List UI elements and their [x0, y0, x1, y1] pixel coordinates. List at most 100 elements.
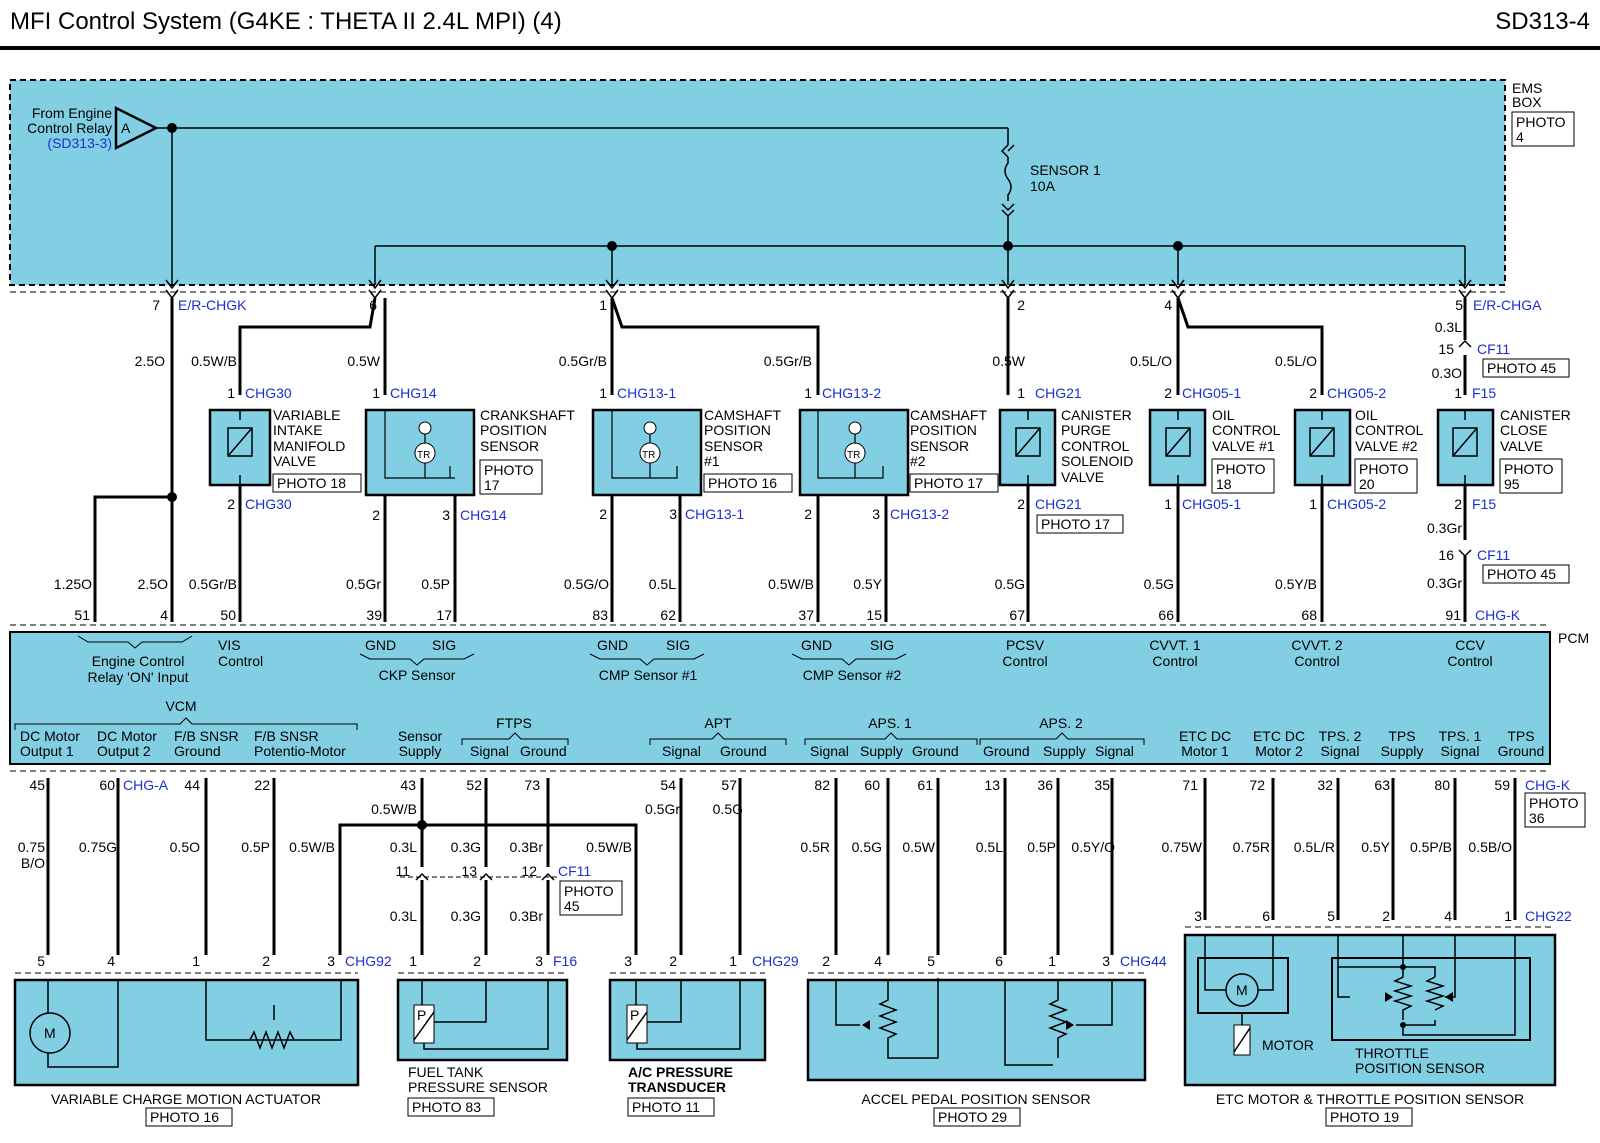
svg-text:0.3Br: 0.3Br	[510, 908, 544, 924]
svg-text:PHOTO 17: PHOTO 17	[914, 475, 983, 491]
svg-text:TPS: TPS	[1507, 728, 1534, 744]
svg-text:Ground: Ground	[983, 743, 1030, 759]
svg-text:CHG44: CHG44	[1120, 953, 1167, 969]
svg-text:PHOTO 16: PHOTO 16	[708, 475, 777, 491]
svg-text:Signal: Signal	[1095, 743, 1134, 759]
svg-text:15: 15	[866, 607, 882, 623]
svg-text:CHG13-1: CHG13-1	[685, 506, 744, 522]
svg-text:VALVE: VALVE	[1061, 469, 1104, 485]
svg-text:4: 4	[1164, 297, 1172, 313]
svg-text:CKP Sensor: CKP Sensor	[379, 667, 456, 683]
svg-text:2: 2	[599, 506, 607, 522]
svg-text:60: 60	[99, 777, 115, 793]
svg-text:CRANKSHAFT: CRANKSHAFT	[480, 407, 575, 423]
svg-text:13: 13	[984, 777, 1000, 793]
svg-text:APT: APT	[704, 715, 732, 731]
svg-text:0.3L: 0.3L	[390, 908, 417, 924]
svg-text:THROTTLE: THROTTLE	[1355, 1045, 1429, 1061]
svg-text:2: 2	[822, 953, 830, 969]
header-rule	[0, 46, 1600, 50]
svg-text:OIL: OIL	[1212, 407, 1235, 423]
svg-text:CHG22: CHG22	[1525, 908, 1572, 924]
svg-text:43: 43	[400, 777, 416, 793]
svg-text:1: 1	[227, 385, 235, 401]
svg-text:2.5O: 2.5O	[138, 576, 168, 592]
svg-text:1: 1	[409, 953, 417, 969]
svg-text:Supply: Supply	[1043, 743, 1086, 759]
svg-text:0.5Y: 0.5Y	[853, 576, 882, 592]
camshaft-position-sensor-1: 1 CHG13-1 TR CAMSHAFT POSITION SENSOR #1…	[591, 385, 793, 522]
svg-text:Ground: Ground	[520, 743, 567, 759]
svg-text:0.5G: 0.5G	[713, 801, 743, 817]
svg-text:12: 12	[521, 863, 537, 879]
svg-text:TPS. 1: TPS. 1	[1439, 728, 1482, 744]
svg-text:VALVE: VALVE	[273, 453, 316, 469]
svg-text:CHG05-2: CHG05-2	[1327, 496, 1386, 512]
svg-text:CHG30: CHG30	[245, 385, 292, 401]
svg-text:PHOTO 16: PHOTO 16	[150, 1109, 219, 1125]
svg-text:CHG-K: CHG-K	[1475, 607, 1521, 623]
svg-text:0.5Y/B: 0.5Y/B	[1275, 576, 1317, 592]
svg-text:Engine Control: Engine Control	[92, 653, 185, 669]
svg-text:0.3O: 0.3O	[1432, 365, 1462, 381]
svg-text:0.5G/O: 0.5G/O	[564, 576, 609, 592]
svg-text:3: 3	[1102, 953, 1110, 969]
pcm-bottom-pins: 45 60 CHG-A 44 22 43 52 73 54 57 82 60 6…	[29, 777, 1586, 828]
oil-control-valve-2: 2 CHG05-2 OIL CONTROL VALVE #2 PHOTO 20 …	[1293, 385, 1424, 512]
svg-text:Ground: Ground	[1498, 743, 1545, 759]
motor-icon	[29, 1012, 71, 1054]
svg-text:17: 17	[436, 607, 452, 623]
svg-text:PHOTO 83: PHOTO 83	[412, 1099, 481, 1115]
svg-text:Signal: Signal	[1441, 743, 1480, 759]
ac-pressure-transducer: 3 2 1 CHG29 P A/C PRESSURE TRANSDUCER PH…	[608, 953, 799, 1117]
svg-text:Control: Control	[218, 653, 263, 669]
svg-text:22: 22	[254, 777, 270, 793]
svg-text:CHG13-1: CHG13-1	[617, 385, 676, 401]
svg-text:3: 3	[872, 506, 880, 522]
svg-text:SIG: SIG	[870, 637, 894, 653]
svg-text:1: 1	[599, 297, 607, 313]
svg-text:0.5W/B: 0.5W/B	[289, 839, 335, 855]
svg-text:0.5W/B: 0.5W/B	[586, 839, 632, 855]
svg-text:73: 73	[524, 777, 540, 793]
svg-text:0.75R: 0.75R	[1233, 839, 1270, 855]
svg-text:0.5L: 0.5L	[649, 576, 676, 592]
svg-text:PHOTO: PHOTO	[1529, 795, 1579, 811]
svg-text:PHOTO: PHOTO	[1216, 461, 1266, 477]
svg-text:0.3G: 0.3G	[451, 908, 481, 924]
svg-text:0.5L/O: 0.5L/O	[1130, 353, 1172, 369]
svg-text:0.75W: 0.75W	[1162, 839, 1203, 855]
svg-text:44: 44	[184, 777, 200, 793]
svg-text:1: 1	[1164, 496, 1172, 512]
svg-text:0.3L: 0.3L	[1435, 319, 1462, 335]
svg-text:0.5G: 0.5G	[852, 839, 882, 855]
svg-text:A/C PRESSURE: A/C PRESSURE	[628, 1064, 733, 1080]
svg-text:DC Motor: DC Motor	[97, 728, 157, 744]
svg-text:F16: F16	[553, 953, 577, 969]
svg-text:3: 3	[1194, 908, 1202, 924]
svg-text:0.5B/O: 0.5B/O	[1468, 839, 1512, 855]
svg-text:TRANSDUCER: TRANSDUCER	[628, 1079, 726, 1095]
svg-text:1: 1	[192, 953, 200, 969]
svg-text:Motor 2: Motor 2	[1255, 743, 1303, 759]
svg-text:CMP Sensor #1: CMP Sensor #1	[599, 667, 698, 683]
svg-text:POSITION SENSOR: POSITION SENSOR	[1355, 1060, 1485, 1076]
relay-line2: Control Relay	[27, 120, 112, 136]
canister-purge-control-solenoid-valve: 1 CHG21 CANISTER PURGE CONTROL SOLENOID …	[998, 385, 1133, 534]
svg-text:CHG14: CHG14	[460, 507, 507, 523]
svg-text:Control: Control	[1002, 653, 1047, 669]
svg-text:0.5Y: 0.5Y	[1361, 839, 1390, 855]
svg-text:7: 7	[152, 297, 160, 313]
svg-text:66: 66	[1158, 607, 1174, 623]
svg-text:Signal: Signal	[1321, 743, 1360, 759]
svg-text:F/B SNSR: F/B SNSR	[254, 728, 319, 744]
svg-text:95: 95	[1504, 476, 1520, 492]
svg-text:0.5G: 0.5G	[1144, 576, 1174, 592]
svg-text:PHOTO 45: PHOTO 45	[1487, 360, 1556, 376]
svg-text:Motor 1: Motor 1	[1181, 743, 1229, 759]
svg-text:ETC DC: ETC DC	[1253, 728, 1305, 744]
svg-text:SOLENOID: SOLENOID	[1061, 453, 1133, 469]
svg-text:CCV: CCV	[1455, 637, 1485, 653]
pcm-bottom-labels: VCM DC Motor Output 1 DC Motor Output 2 …	[14, 698, 1545, 759]
